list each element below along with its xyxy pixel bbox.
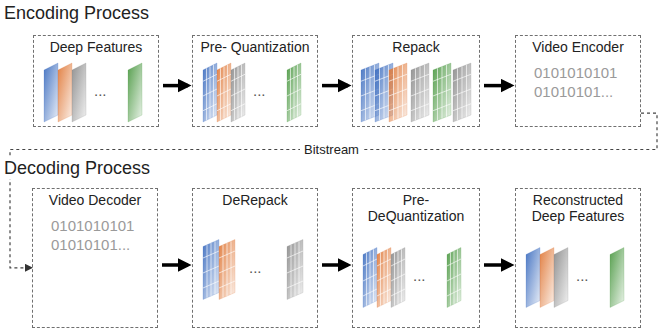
flow-arrow [162, 263, 188, 267]
process-box: Pre- DeQuantization... [352, 188, 480, 328]
ellipsis: ... [94, 82, 107, 99]
edge-label: Bitstream [300, 142, 363, 157]
ellipsis: ... [249, 259, 262, 276]
process-box: Pre- Quantization... [192, 35, 318, 127]
section-title: Decoding Process [4, 158, 150, 179]
box-title: Reconstructed Deep Features [516, 189, 640, 224]
feature-map [58, 63, 72, 122]
feature-map [389, 63, 407, 122]
box-title: Deep Features [34, 36, 158, 55]
ellipsis: ... [576, 267, 589, 284]
feature-map [203, 240, 219, 300]
process-box: Video Decoder0101010101 01010101... [32, 188, 158, 328]
process-box: Video Encoder0101010101 01010101... [515, 35, 641, 127]
feature-map [217, 63, 231, 122]
bitstream-connector [10, 113, 657, 268]
box-title: Video Decoder [33, 189, 157, 208]
ellipsis: ... [413, 267, 426, 284]
box-title: Repack [353, 36, 479, 55]
feature-map [453, 63, 471, 122]
feature-map [554, 248, 568, 308]
flow-arrow [484, 263, 511, 267]
feature-map [128, 63, 142, 122]
feature-map [44, 63, 58, 122]
feature-map [203, 63, 217, 122]
feature-map [287, 240, 303, 300]
process-box: DeRepack... [192, 188, 318, 328]
feature-map [287, 63, 301, 122]
section-title: Encoding Process [4, 3, 149, 24]
feature-map [433, 63, 451, 122]
bitstream-text: 0101010101 01010101... [516, 55, 634, 101]
flow-arrow [484, 84, 511, 88]
flow-arrow [163, 84, 188, 88]
process-box: Repack [352, 35, 480, 127]
feature-map [72, 63, 86, 122]
box-title: DeRepack [193, 189, 317, 208]
feature-map [411, 63, 429, 122]
process-box: Reconstructed Deep Features... [515, 188, 641, 328]
feature-map [363, 248, 377, 308]
feature-map [526, 248, 540, 308]
feature-map [540, 248, 554, 308]
box-title: Pre- Quantization [193, 36, 317, 55]
bitstream-text: 0101010101 01010101... [33, 208, 151, 254]
flow-arrow [322, 84, 348, 88]
feature-map [377, 248, 391, 308]
feature-illustration [353, 59, 479, 126]
feature-map [447, 248, 461, 308]
feature-map [219, 240, 235, 300]
box-title: Pre- DeQuantization [353, 189, 479, 224]
ellipsis: ... [253, 82, 266, 99]
flow-arrow [322, 263, 348, 267]
box-title: Video Encoder [516, 36, 640, 55]
feature-map [610, 248, 624, 308]
process-box: Deep Features... [33, 35, 159, 127]
feature-map [391, 248, 405, 308]
feature-map [231, 63, 245, 122]
